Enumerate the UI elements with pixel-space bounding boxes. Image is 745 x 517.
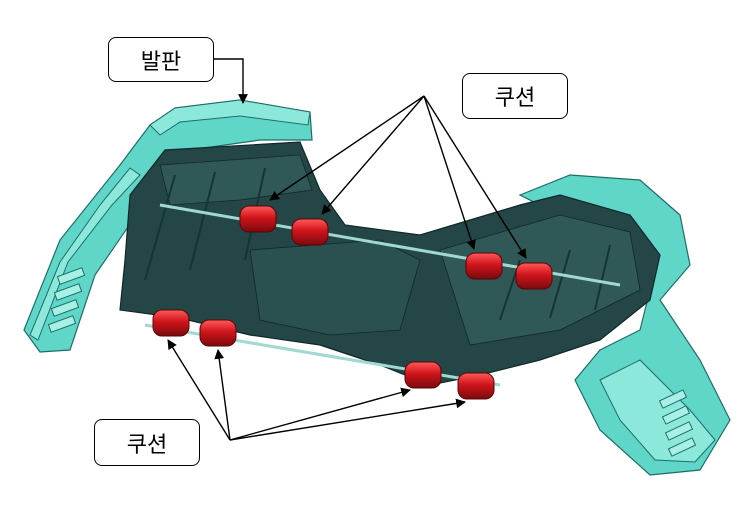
cushion <box>291 218 329 246</box>
right-bracket-frame <box>518 174 731 476</box>
cushion-label-bottom-text: 쿠션 <box>126 432 168 458</box>
cushion-label-top-text: 쿠션 <box>494 86 536 111</box>
footrest-label: 발판 <box>108 37 214 82</box>
cushion-label-bottom: 쿠션 <box>94 419 200 466</box>
cushion <box>465 252 503 280</box>
cushion-bottom-arrow <box>229 398 466 441</box>
cushion <box>457 372 495 400</box>
cushion <box>515 262 553 290</box>
cushion-bottom-arrow <box>229 387 411 441</box>
cushion-bottom-arrow <box>214 349 231 441</box>
cushion <box>404 361 442 389</box>
cushion-label-top: 쿠션 <box>462 73 568 119</box>
cushion-top-arrow <box>321 95 425 215</box>
leader-arrows <box>167 58 527 441</box>
cushion <box>152 309 190 337</box>
cushion-bottom-arrow <box>167 339 231 441</box>
cushion-top-arrow <box>423 95 527 259</box>
cushion-top-arrow <box>269 95 425 201</box>
cushion <box>239 205 277 233</box>
footrest-label-text: 발판 <box>140 49 182 75</box>
cushion-group-top <box>239 205 553 290</box>
footrest-arrow <box>214 58 248 104</box>
cushion <box>199 319 237 347</box>
cushion-group-bottom <box>152 309 495 400</box>
cushion-top-arrow <box>423 95 476 250</box>
